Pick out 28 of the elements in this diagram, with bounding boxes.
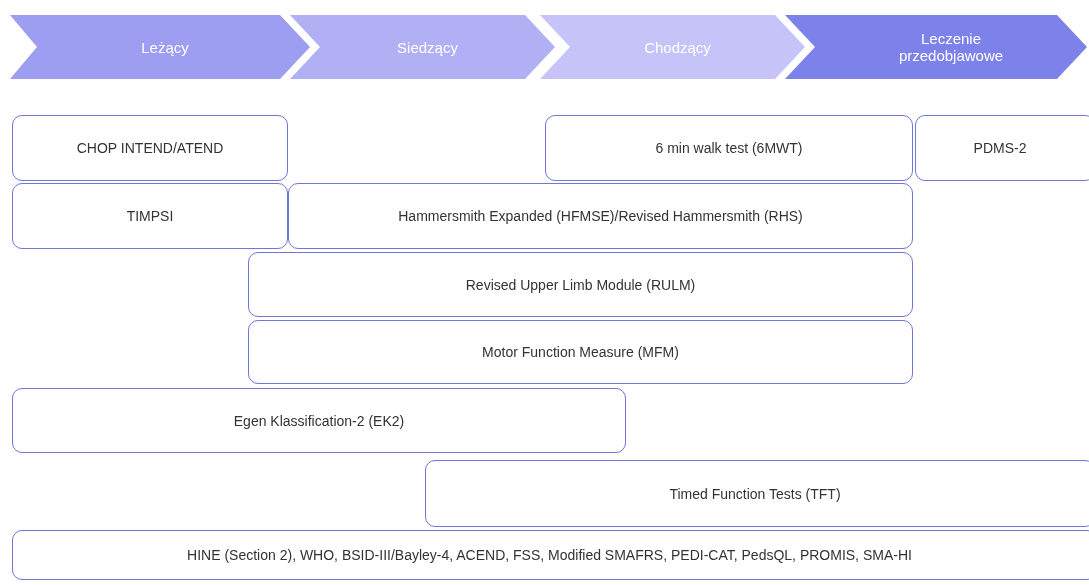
assessment-box bbox=[12, 388, 626, 453]
assessment-box bbox=[288, 183, 913, 249]
step-label: Leżący bbox=[140, 38, 190, 56]
box-label: HINE (Section 2), WHO, BSID-III/Bayley-4, ACEND, FSS, Modified SMAFRS, PEDI-CAT, PedsQL, PROMIS, SMA-HI bbox=[186, 547, 913, 563]
assessment-box bbox=[545, 115, 913, 181]
step-label: Leczenie przedobjawowe bbox=[897, 30, 1005, 64]
step-label: Chodzący bbox=[643, 38, 712, 56]
chevron-step bbox=[290, 15, 555, 79]
box-label: Egen Klassification-2 (EK2) bbox=[232, 412, 406, 429]
chevron-step bbox=[10, 15, 310, 79]
chevron-step bbox=[785, 15, 1087, 79]
assessment-box bbox=[248, 252, 913, 317]
box-label: CHOP INTEND/ATEND bbox=[75, 140, 225, 156]
assessment-box bbox=[248, 320, 913, 384]
assessment-box bbox=[12, 530, 1089, 580]
box-label: PDMS-2 bbox=[972, 140, 1028, 156]
box-label: 6 min walk test (6MWT) bbox=[654, 140, 804, 156]
assessment-box bbox=[915, 115, 1089, 181]
assessment-box bbox=[12, 115, 288, 181]
box-label: Timed Function Tests (TFT) bbox=[668, 485, 842, 502]
box-label: Motor Function Measure (MFM) bbox=[481, 344, 680, 360]
box-label: Revised Upper Limb Module (RULM) bbox=[464, 276, 697, 293]
assessment-box bbox=[12, 183, 288, 249]
box-label: TIMPSI bbox=[125, 208, 175, 224]
chevron-step bbox=[540, 15, 805, 79]
step-label: Siedzący bbox=[396, 38, 459, 56]
assessment-box bbox=[425, 460, 1089, 527]
box-label: Hammersmith Expanded (HFMSE)/Revised Hammersmith (RHS) bbox=[397, 208, 804, 224]
